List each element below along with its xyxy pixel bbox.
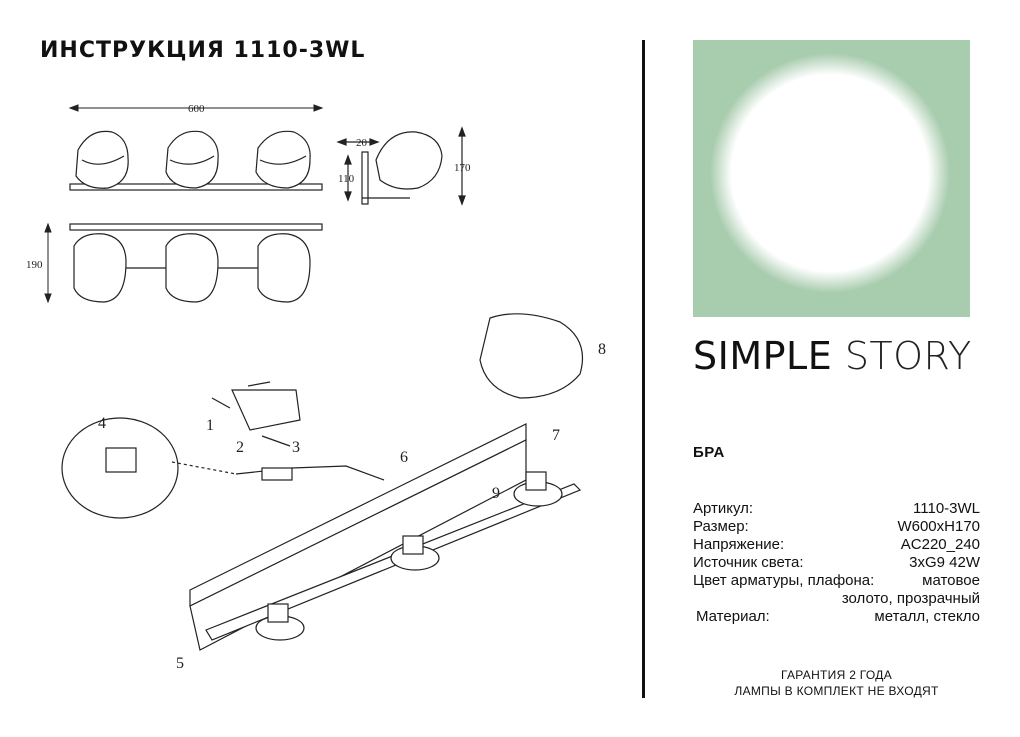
screw-icon — [211, 397, 231, 409]
screw-icon — [261, 435, 291, 447]
callout-7: 7 — [552, 427, 560, 444]
lamp-shade-icon — [255, 130, 311, 189]
top-view — [69, 223, 323, 303]
callout-9: 9 — [492, 485, 500, 502]
callout-6: 6 — [400, 449, 408, 466]
mount-height-dimension-label: 110 — [338, 173, 355, 185]
product-type: БРА — [693, 444, 725, 461]
side-view — [336, 126, 466, 206]
bulb-icon — [267, 603, 289, 623]
width-dimension-label: 600 — [188, 103, 205, 115]
callout-3: 3 — [292, 439, 300, 456]
bulb-icon — [402, 535, 424, 555]
glow-circle — [710, 53, 950, 293]
brand-name-bold: SIMPLE — [693, 334, 833, 378]
callout-4: 4 — [98, 415, 106, 432]
bulb-icon — [525, 471, 547, 491]
depth-dimension-label: 190 — [26, 259, 43, 271]
page-title: ИНСТРУКЦИЯ 1110-3WL — [40, 38, 366, 63]
page-divider — [642, 40, 645, 698]
height-dimension-label: 170 — [454, 162, 471, 174]
lamp-shade-icon — [165, 130, 219, 189]
exploded-assembly — [61, 313, 584, 651]
screw-icon — [247, 381, 271, 387]
callout-8: 8 — [598, 341, 606, 358]
warranty-note: ГАРАНТИЯ 2 ГОДА — [780, 668, 893, 682]
offset-dimension-label: 20 — [356, 137, 368, 149]
brand-logo: SIMPLE STORY — [693, 334, 972, 378]
lamp-shade-icon — [75, 130, 129, 189]
callout-5: 5 — [176, 655, 184, 672]
assembly-drawing: 600 190 20 110 170 — [26, 103, 606, 672]
callout-1: 1 — [206, 417, 214, 434]
callout-2: 2 — [236, 439, 244, 456]
bracket-icon — [231, 389, 301, 431]
color-swatch — [693, 40, 970, 317]
lamps-note: ЛАМПЫ В КОМПЛЕКТ НЕ ВХОДЯТ — [734, 684, 939, 698]
lamp-shade-icon — [479, 313, 584, 399]
front-view — [69, 130, 323, 191]
brand-name-light: STORY — [844, 334, 972, 378]
